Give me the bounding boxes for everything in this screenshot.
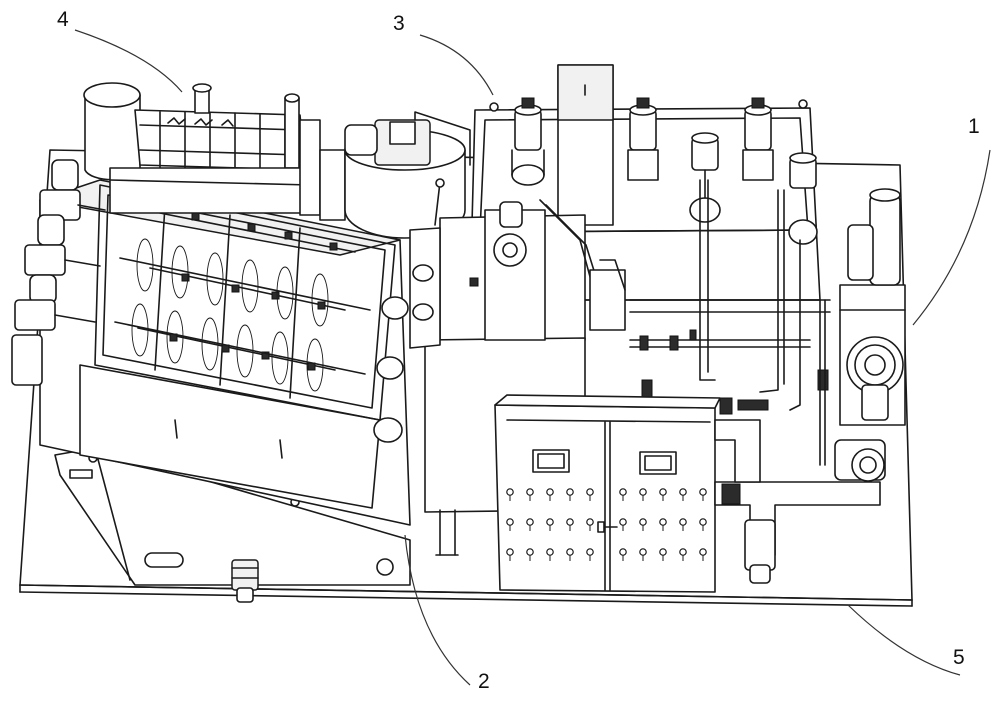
agitator-motors <box>511 97 818 245</box>
label-2: 2 <box>478 670 490 693</box>
cabinet-button <box>639 518 647 526</box>
cabinet-button <box>679 548 687 556</box>
cabinet-button <box>586 488 594 496</box>
label-3: 3 <box>393 12 405 35</box>
cabinet-button <box>546 488 554 496</box>
screw-drive-motors <box>11 159 106 386</box>
sludge-feed-pump <box>714 188 906 584</box>
cabinet-button <box>659 518 667 526</box>
cabinet-buttons <box>506 488 707 561</box>
cabinet-button <box>659 488 667 496</box>
cabinet-button <box>526 488 534 496</box>
label-5: 5 <box>953 646 965 669</box>
cabinet-button <box>566 488 574 496</box>
cabinet-button <box>639 548 647 556</box>
cylindrical-tank <box>344 111 471 239</box>
cabinet-button <box>639 488 647 496</box>
cabinet-button <box>506 518 514 526</box>
cabinet-button <box>679 518 687 526</box>
cabinet-button <box>699 518 707 526</box>
cabinet-button <box>526 518 534 526</box>
control-cabinet <box>494 394 721 593</box>
cabinet-button <box>586 518 594 526</box>
cabinet-button <box>526 548 534 556</box>
cabinet-button <box>699 488 707 496</box>
cabinet-button <box>619 548 627 556</box>
bottom-outlet <box>231 559 259 603</box>
cabinet-button <box>679 488 687 496</box>
cabinet-button <box>506 548 514 556</box>
cabinet-button <box>619 488 627 496</box>
cabinet-button <box>586 548 594 556</box>
flocculation-tank <box>83 82 346 221</box>
label-4: 4 <box>57 8 69 31</box>
cabinet-button <box>566 518 574 526</box>
screw-dewatering-machine <box>11 159 411 603</box>
cabinet-button <box>506 488 514 496</box>
label-1: 1 <box>968 115 980 138</box>
cabinet-button <box>659 548 667 556</box>
cabinet-button <box>566 548 574 556</box>
cabinet-button <box>546 518 554 526</box>
dosing-tank-unit <box>469 64 831 415</box>
cabinet-button <box>699 548 707 556</box>
leader-lines <box>74 29 991 686</box>
cabinet-button <box>619 518 627 526</box>
cabinet-button <box>546 548 554 556</box>
